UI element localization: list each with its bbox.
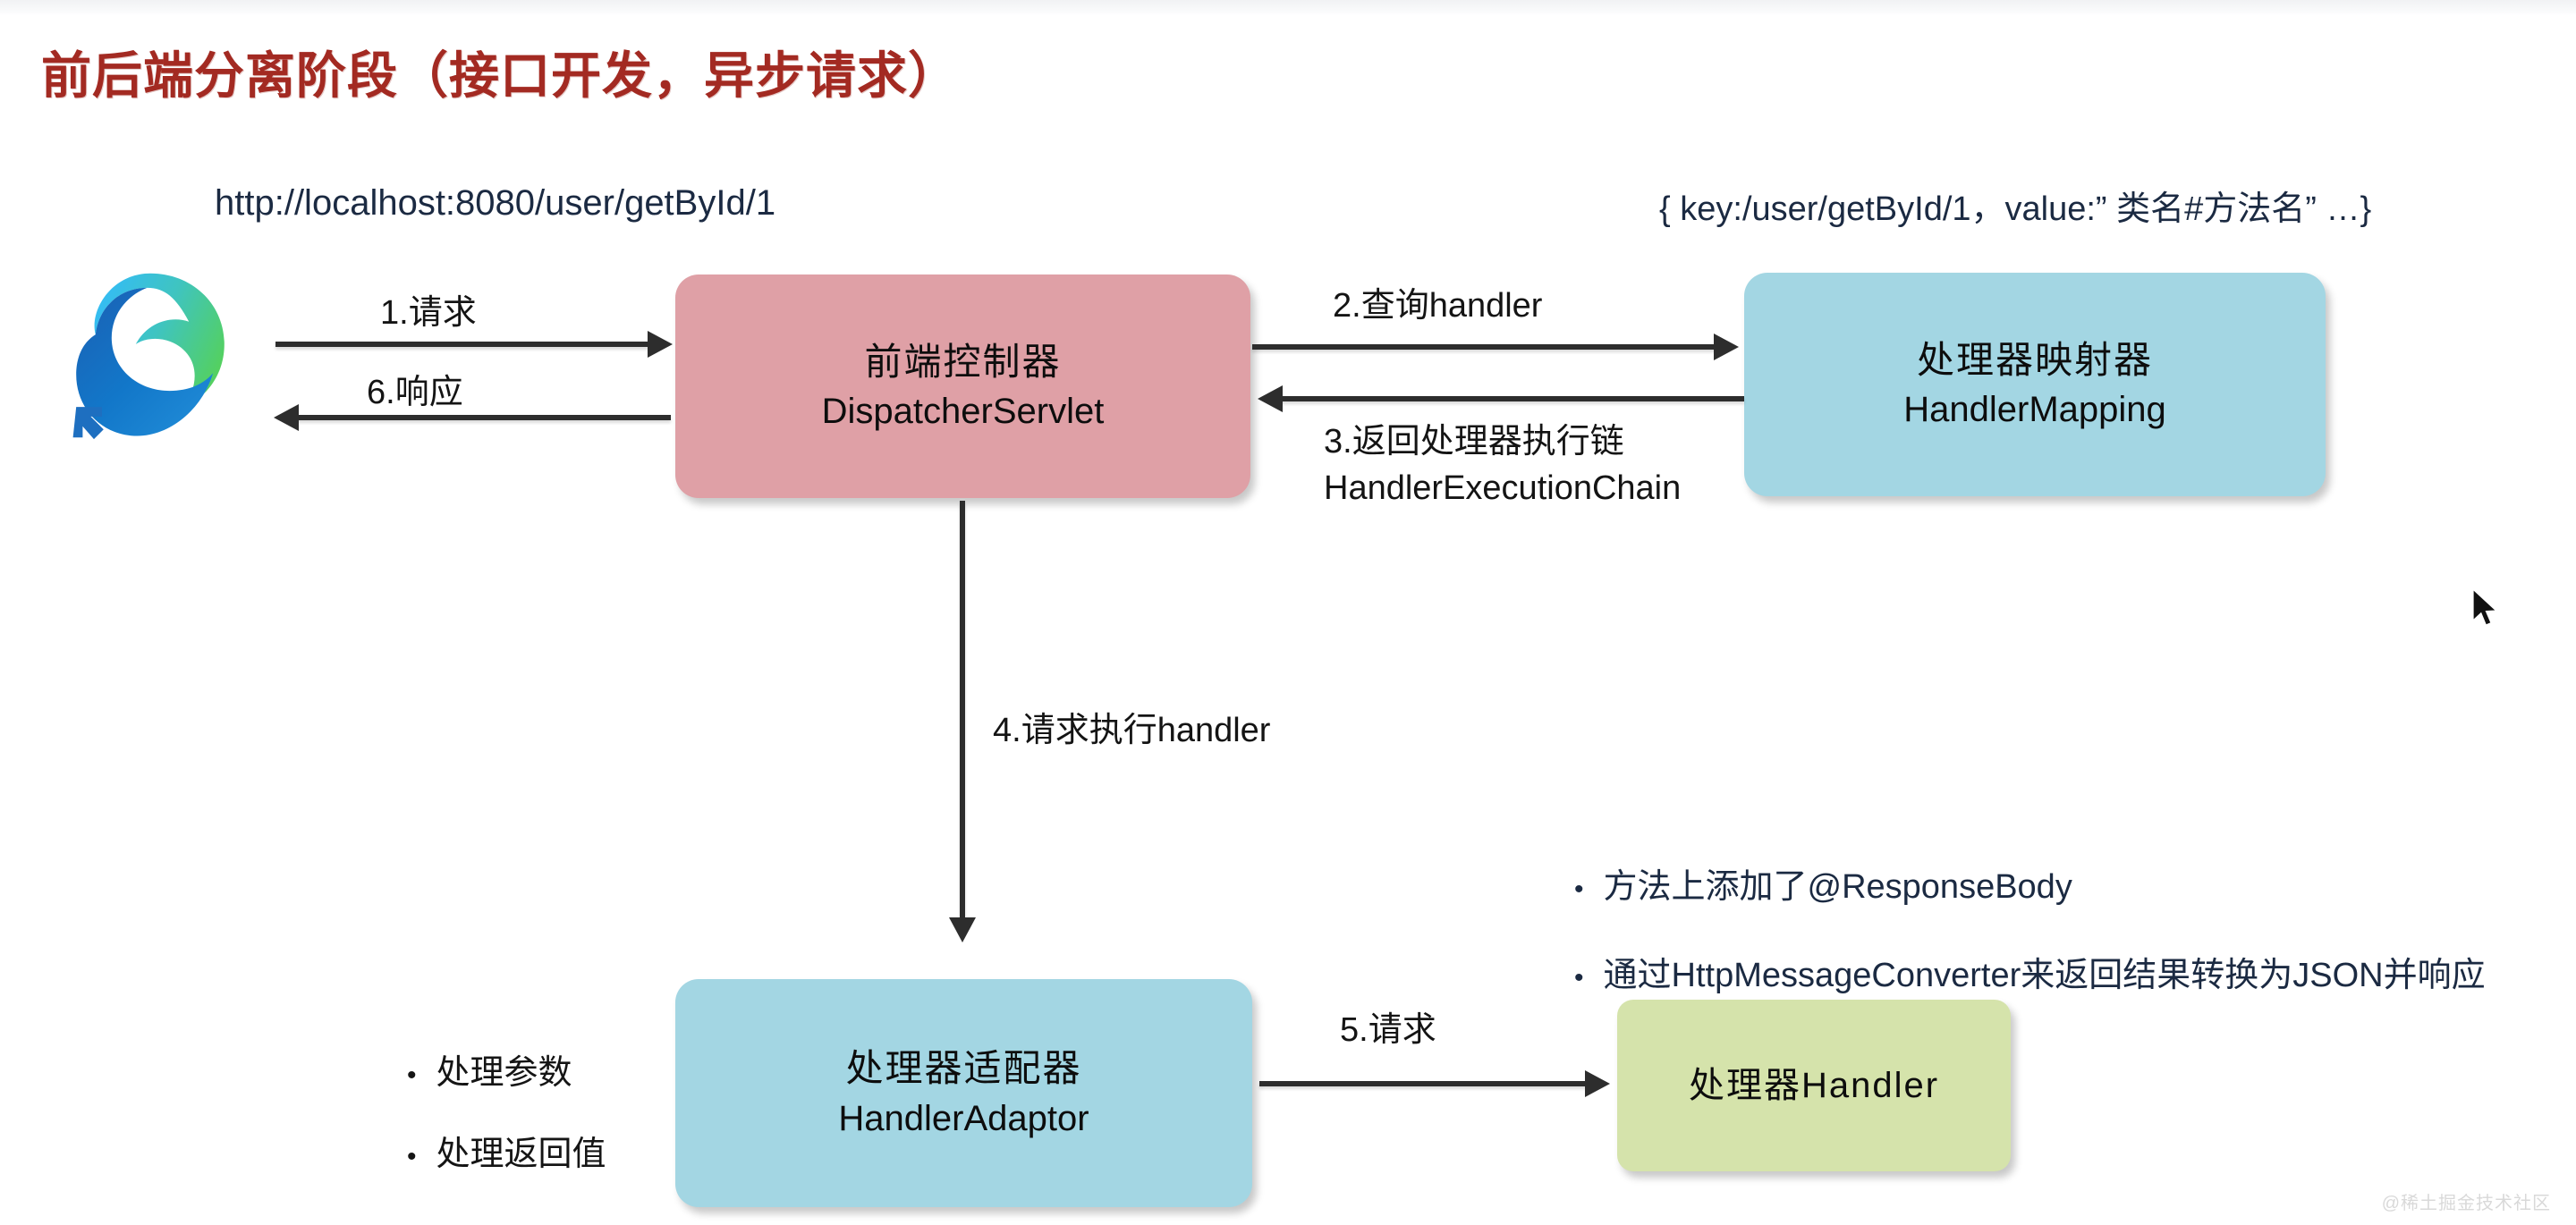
arrow-step2-line bbox=[1252, 344, 1717, 350]
arrow-step5-head bbox=[1585, 1070, 1610, 1097]
arrow-step4-label: 4.请求执行handler bbox=[993, 712, 1271, 749]
list-item: • 处理参数 bbox=[407, 1044, 606, 1094]
arrow-step2-label: 2.查询handler bbox=[1333, 287, 1543, 325]
arrow-step5-label: 5.请求 bbox=[1340, 1011, 1436, 1049]
node-mapping-cn-label: 处理器映射器 bbox=[1916, 338, 2153, 381]
list-item-label: 方法上添加了@ResponseBody bbox=[1603, 868, 2072, 906]
node-dispatcher-cn-label: 前端控制器 bbox=[864, 340, 1062, 383]
arrow-step1-label: 1.请求 bbox=[380, 294, 477, 332]
node-handler-adaptor[interactable]: 处理器适配器 HandlerAdaptor bbox=[675, 979, 1252, 1207]
node-mapping-en-label: HandlerMapping bbox=[1903, 390, 2166, 430]
handler-notes-list: • 方法上添加了@ResponseBody • 通过HttpMessageCon… bbox=[1574, 858, 2486, 1035]
list-item-label: 处理返回值 bbox=[436, 1136, 606, 1173]
bullet-icon: • bbox=[1574, 874, 1584, 904]
list-item: • 处理返回值 bbox=[407, 1126, 606, 1175]
bullet-icon: • bbox=[407, 1060, 417, 1090]
list-item: • 通过HttpMessageConverter来返回结果转换为JSON并响应 bbox=[1574, 947, 2486, 996]
page-title: 前后端分离阶段（接口开发，异步请求） bbox=[41, 47, 959, 104]
list-item-label: 处理参数 bbox=[436, 1054, 572, 1092]
node-dispatcher-en-label: DispatcherServlet bbox=[821, 392, 1105, 432]
bullet-icon: • bbox=[1574, 963, 1584, 993]
arrow-step6-head bbox=[274, 404, 299, 431]
arrow-step3-label-line1: 3.返回处理器执行链 bbox=[1324, 423, 1624, 460]
node-adaptor-cn-label: 处理器适配器 bbox=[845, 1047, 1082, 1090]
list-item-label: 通过HttpMessageConverter来返回结果转换为JSON并响应 bbox=[1603, 957, 2486, 994]
adaptor-responsibilities-list: • 处理参数 • 处理返回值 bbox=[407, 1044, 606, 1207]
edge-browser-icon bbox=[70, 268, 231, 443]
top-gradient-strip bbox=[0, 0, 2576, 14]
arrow-step3-head bbox=[1258, 385, 1283, 412]
node-handler-label: 处理器Handler bbox=[1688, 1066, 1940, 1105]
node-handler-mapping[interactable]: 处理器映射器 HandlerMapping bbox=[1744, 273, 2326, 496]
request-url-label: http://localhost:8080/user/getById/1 bbox=[215, 183, 776, 223]
arrow-step6-line bbox=[295, 415, 671, 420]
arrow-step6-label: 6.响应 bbox=[367, 374, 463, 411]
node-adaptor-en-label: HandlerAdaptor bbox=[838, 1098, 1089, 1138]
arrow-step5-line bbox=[1259, 1081, 1589, 1086]
arrow-step2-head bbox=[1714, 334, 1739, 360]
mouse-pointer-icon bbox=[2470, 587, 2501, 629]
node-dispatcher-servlet[interactable]: 前端控制器 DispatcherServlet bbox=[675, 275, 1250, 498]
arrow-step4-line bbox=[960, 501, 965, 921]
handler-mapping-entry-label: { key:/user/getById/1，value:” 类名#方法名” …} bbox=[1659, 190, 2372, 228]
arrow-step3-line bbox=[1279, 396, 1744, 401]
arrow-step4-head bbox=[949, 917, 976, 942]
arrow-step1-line bbox=[275, 342, 651, 347]
node-handler[interactable]: 处理器Handler bbox=[1617, 1000, 2011, 1171]
arrow-step1-head bbox=[648, 331, 673, 358]
list-item: • 方法上添加了@ResponseBody bbox=[1574, 858, 2486, 908]
bullet-icon: • bbox=[407, 1142, 417, 1171]
arrow-step3-label-line2: HandlerExecutionChain bbox=[1324, 469, 1682, 507]
watermark: @稀土掘金技术社区 bbox=[2381, 1194, 2551, 1213]
